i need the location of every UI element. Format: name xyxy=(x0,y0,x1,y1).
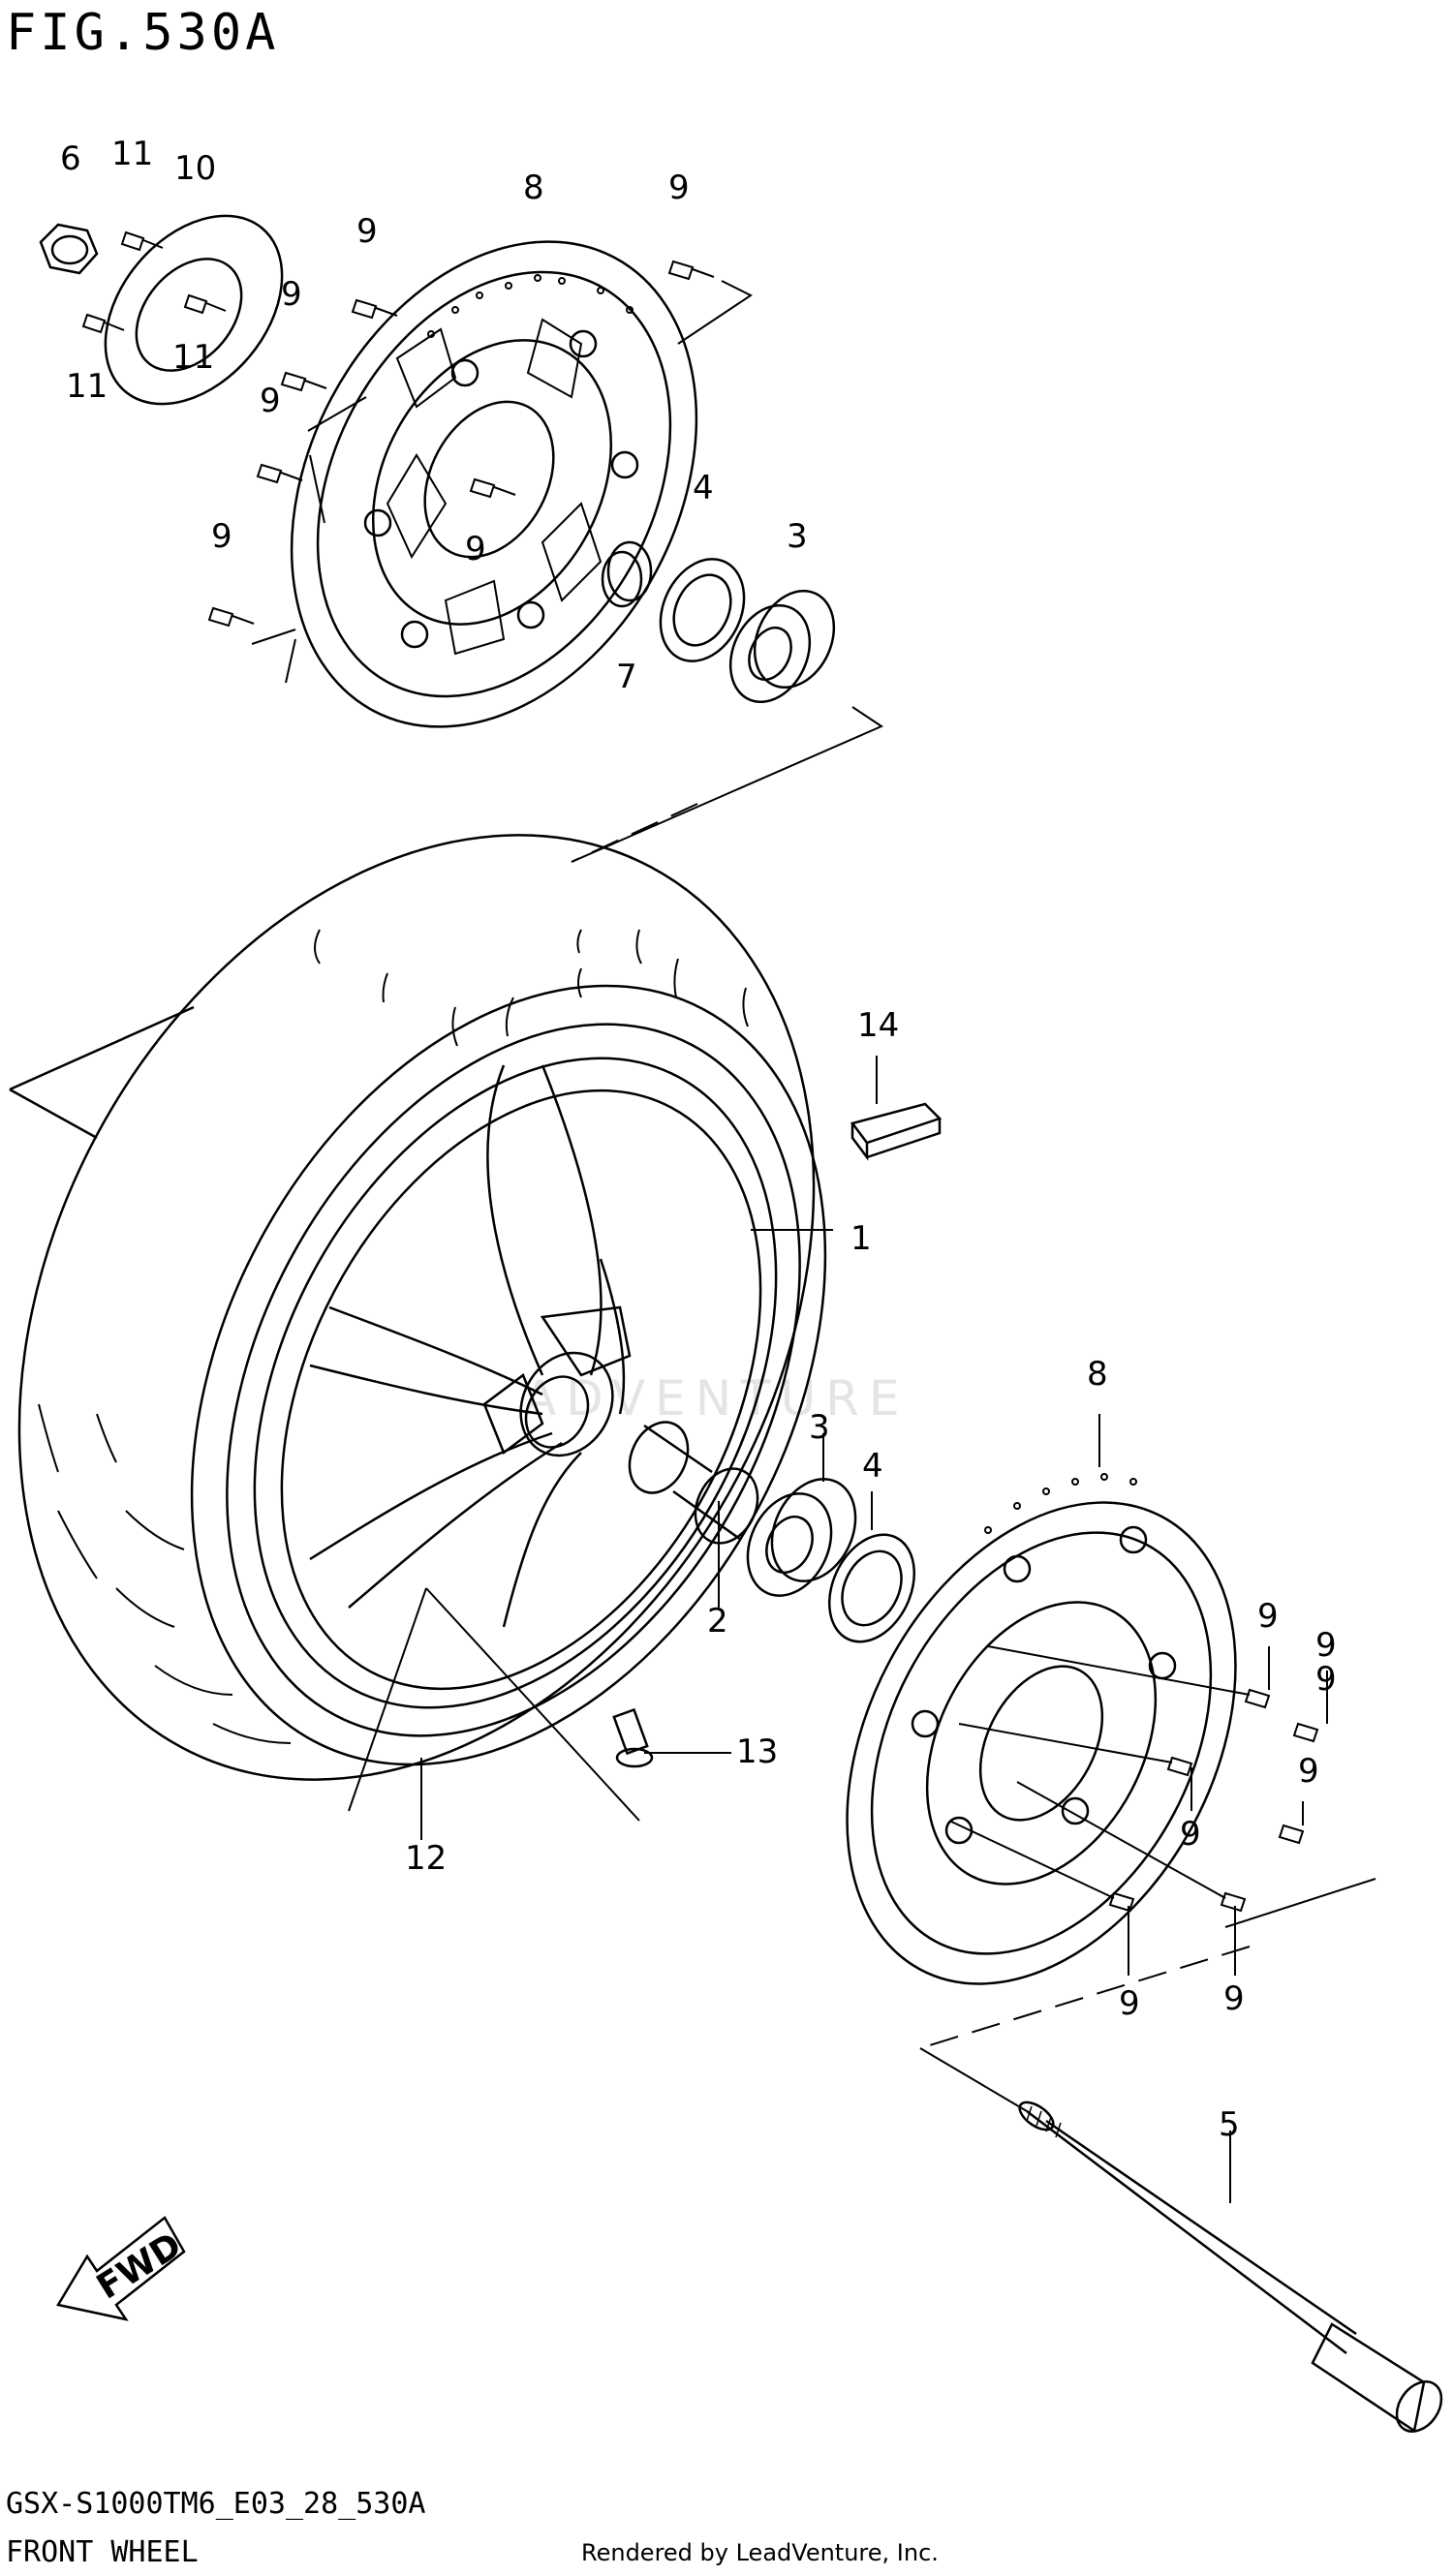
callout-9-b: 9 xyxy=(356,212,378,251)
callout-11-a: 11 xyxy=(111,135,153,173)
callout-9-l: 9 xyxy=(1223,1979,1245,2018)
callout-1: 1 xyxy=(850,1219,872,1258)
wheel-spokes xyxy=(310,1065,624,1627)
top-bearing xyxy=(716,578,850,715)
callout-labels: 6 11 10 11 11 8 9 9 9 9 9 9 4 3 7 14 1 8… xyxy=(60,135,1337,2144)
front-axle xyxy=(1015,2097,1451,2439)
mid-leader-lines xyxy=(349,1056,1327,2203)
rendered-by-credit: Rendered by LeadVenture, Inc. xyxy=(581,2539,939,2566)
fwd-arrow-icon: FWD xyxy=(58,2218,189,2319)
callout-9-h: 9 xyxy=(1315,1626,1337,1665)
callout-9-k: 9 xyxy=(1119,1984,1140,2023)
callout-13: 13 xyxy=(736,1733,778,1771)
axle-collar xyxy=(619,1413,770,1553)
callout-7: 7 xyxy=(616,658,637,696)
top-collar xyxy=(603,542,651,606)
callout-6: 6 xyxy=(60,139,81,178)
callout-9-g: 9 xyxy=(1257,1597,1279,1636)
nut-part-6 xyxy=(41,225,97,273)
valve-stem xyxy=(614,1709,731,1766)
callout-4-top: 4 xyxy=(693,469,714,507)
diagram-name: FRONT WHEEL xyxy=(6,2535,199,2569)
diagram-code: GSX-S1000TM6_E03_28_530A xyxy=(6,2487,426,2521)
callout-14: 14 xyxy=(857,1006,899,1045)
callout-11-c: 11 xyxy=(66,367,108,406)
callout-5: 5 xyxy=(1219,2105,1240,2144)
callout-9-a: 9 xyxy=(668,169,690,207)
rotor-bolts-mid xyxy=(920,1646,1376,2111)
callout-9-j: 9 xyxy=(1180,1815,1201,1854)
figure-title: FIG.530A xyxy=(6,4,280,62)
balance-weight xyxy=(852,1104,940,1157)
callout-4-mid: 4 xyxy=(862,1447,883,1486)
callout-3-top: 3 xyxy=(787,517,808,556)
front-tire xyxy=(0,696,972,1918)
tire-tread-marks xyxy=(39,930,748,1743)
mid-bearing xyxy=(732,1465,872,1610)
front-wheel-rim xyxy=(111,926,916,1834)
mid-oil-seal xyxy=(813,1521,931,1656)
callout-8-mid: 8 xyxy=(1087,1355,1108,1394)
callout-11-b: 11 xyxy=(172,338,214,377)
callout-3-mid: 3 xyxy=(809,1408,830,1447)
top-leader-lines xyxy=(252,281,881,862)
small-screws xyxy=(83,232,226,332)
top-oil-seal xyxy=(645,545,760,675)
callout-12: 12 xyxy=(405,1839,447,1878)
mid-brake-disc xyxy=(768,1435,1314,2050)
callout-10: 10 xyxy=(174,149,216,188)
sensor-ring-part-10 xyxy=(70,182,318,439)
callout-9-d: 9 xyxy=(260,382,281,420)
callout-9-c: 9 xyxy=(281,275,302,314)
callout-8-top: 8 xyxy=(523,169,544,207)
wheel-hub xyxy=(484,1307,631,1472)
top-brake-disc xyxy=(211,171,777,797)
callout-2: 2 xyxy=(707,1602,728,1641)
callout-9-f: 9 xyxy=(465,530,486,568)
callout-9-i: 9 xyxy=(1298,1752,1319,1791)
rotor-bolts-top xyxy=(209,261,714,626)
callout-9-e: 9 xyxy=(211,517,232,556)
callout-9-m: 9 xyxy=(1315,1660,1337,1699)
